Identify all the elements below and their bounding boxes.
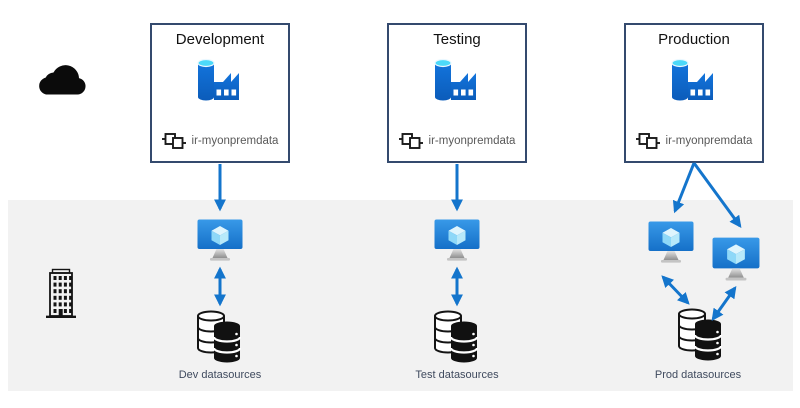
runtime-name: ir-myonpremdata xyxy=(665,135,753,147)
database-icon xyxy=(675,307,725,363)
environment-box-development: Development xyxy=(150,23,290,163)
integration-runtime-icon xyxy=(161,132,186,150)
runtime-row: ir-myonpremdata xyxy=(626,132,762,150)
environment-title: Production xyxy=(658,31,730,48)
data-factory-icon xyxy=(433,56,481,102)
integration-runtime-icon xyxy=(398,132,423,150)
environment-title: Testing xyxy=(433,31,481,48)
datasource-label: Prod datasources xyxy=(654,369,742,381)
runtime-name: ir-myonpremdata xyxy=(191,135,279,147)
vm-icon xyxy=(197,219,243,263)
data-factory-icon xyxy=(670,56,718,102)
datasource-label: Dev datasources xyxy=(178,369,262,381)
database-icon xyxy=(194,309,244,365)
vm-icon xyxy=(712,237,760,283)
environment-title: Development xyxy=(175,31,265,48)
environment-box-production: Production xyxy=(624,23,764,163)
vm-icon xyxy=(648,221,694,265)
cloud-icon xyxy=(32,61,88,97)
building-icon xyxy=(45,268,77,322)
runtime-row: ir-myonpremdata xyxy=(389,132,525,150)
database-icon xyxy=(431,309,481,365)
runtime-name: ir-myonpremdata xyxy=(428,135,516,147)
integration-runtime-icon xyxy=(635,132,660,150)
datasource-label: Test datasources xyxy=(415,369,499,381)
runtime-row: ir-myonpremdata xyxy=(152,132,288,150)
data-factory-icon xyxy=(196,56,244,102)
vm-icon xyxy=(434,219,480,263)
environment-box-testing: Testing xyxy=(387,23,527,163)
